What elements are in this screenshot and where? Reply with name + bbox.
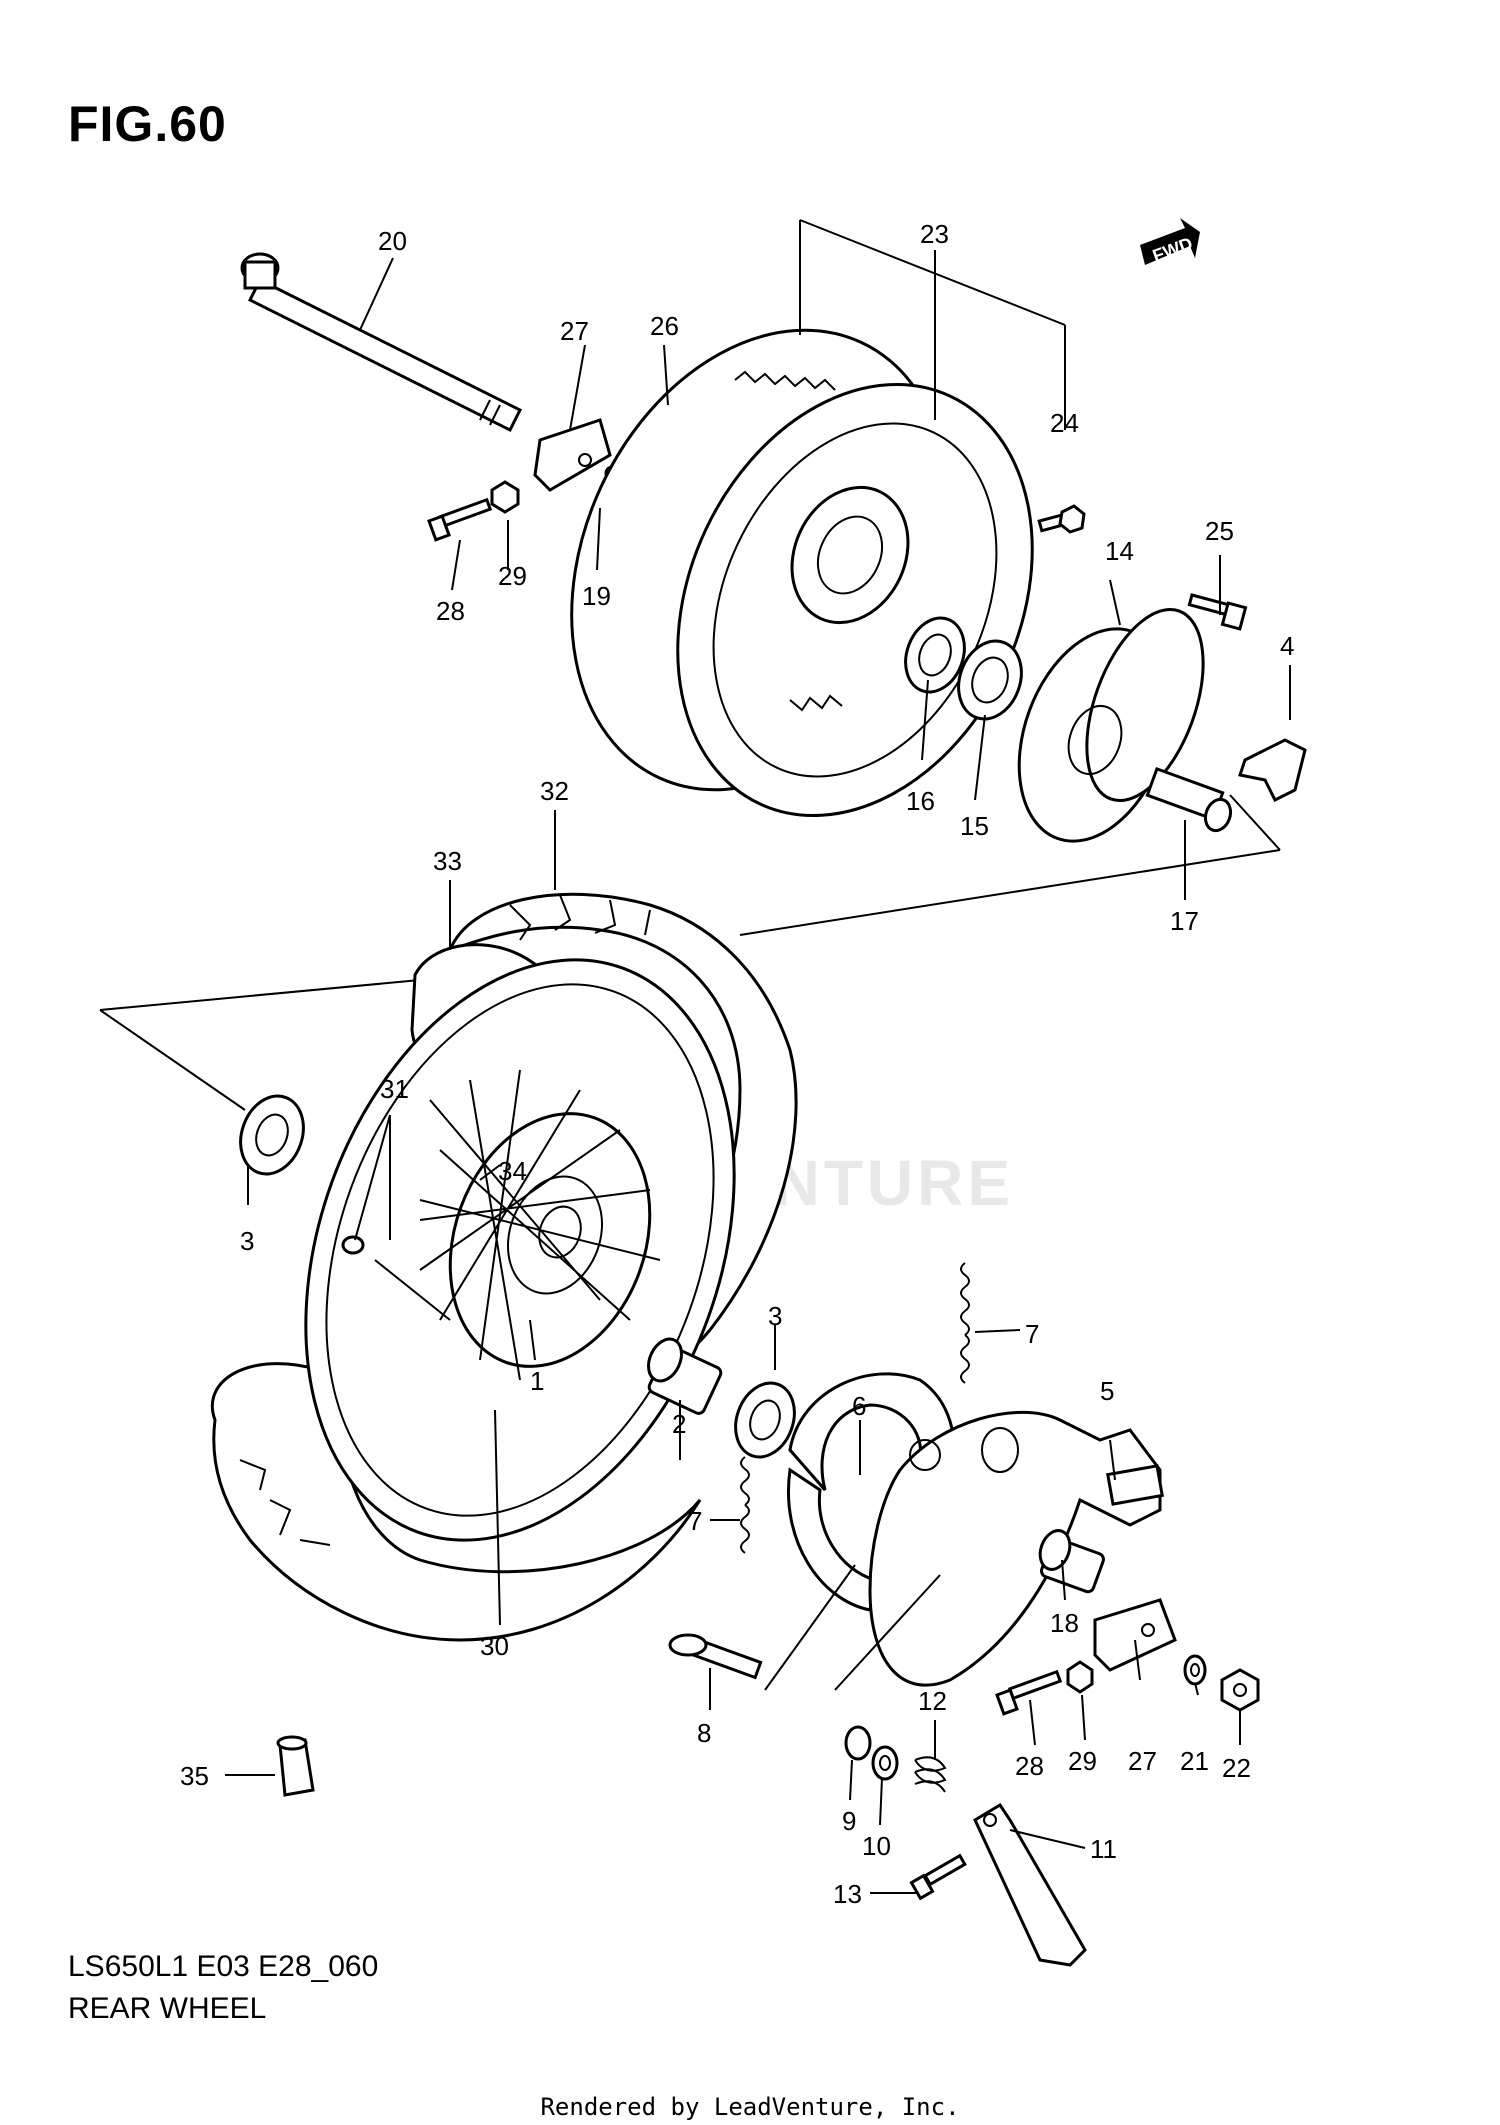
spacer-2 xyxy=(647,1337,723,1415)
callout-15: 15 xyxy=(960,811,989,841)
spoke-34 xyxy=(374,1259,451,1321)
callout-33: 33 xyxy=(433,846,462,876)
section-name-label: REAR WHEEL xyxy=(68,1992,267,2025)
spoke-nipple-31 xyxy=(341,1235,365,1255)
valve-cap-35 xyxy=(276,1735,315,1797)
footer-credit: Rendered by LeadVenture, Inc. xyxy=(540,2093,960,2121)
brake-panel-5 xyxy=(868,1410,1164,1687)
callout-26: 26 xyxy=(650,311,679,341)
chain-adjuster-plate-upper xyxy=(533,418,612,492)
callout-13: 13 xyxy=(833,1879,862,1909)
sprocket-bolt-24 xyxy=(1037,504,1086,534)
callout-20: 20 xyxy=(378,226,407,256)
bearing-15 xyxy=(957,639,1023,721)
sprocket-drum-hub-14 xyxy=(1017,607,1205,843)
coil-spring-12 xyxy=(914,1756,947,1793)
callout-28-upper: 28 xyxy=(436,596,465,626)
callout-30: 30 xyxy=(480,1631,509,1661)
callout-28-lower: 28 xyxy=(1015,1751,1044,1781)
callout-2: 2 xyxy=(672,1409,686,1439)
callout-27-upper: 27 xyxy=(560,316,589,346)
callout-5: 5 xyxy=(1100,1376,1114,1406)
model-code-label: LS650L1 E03 E28_060 xyxy=(68,1950,379,1983)
adjuster-nut-lower xyxy=(1066,1660,1094,1694)
o-ring-9 xyxy=(844,1725,872,1761)
callout-1: 1 xyxy=(530,1366,544,1396)
callout-31: 31 xyxy=(380,1074,409,1104)
wheel-bearing-3-right xyxy=(734,1381,796,1459)
callout-3-left: 3 xyxy=(240,1226,254,1256)
collar-18 xyxy=(1038,1529,1105,1594)
bolt-25 xyxy=(1187,593,1248,631)
callout-14: 14 xyxy=(1105,536,1134,566)
bolt-13 xyxy=(909,1853,967,1901)
callout-21: 21 xyxy=(1180,1746,1209,1776)
collar-17 xyxy=(1145,766,1233,833)
rear-axle-part xyxy=(240,252,523,433)
rear-sprocket-23 xyxy=(570,328,1034,818)
callout-9: 9 xyxy=(842,1806,856,1836)
callout-4: 4 xyxy=(1280,631,1294,661)
callout-25: 25 xyxy=(1205,516,1234,546)
adjuster-nut-upper xyxy=(490,480,520,514)
callout-32: 32 xyxy=(540,776,569,806)
chain-adjuster-plate-lower xyxy=(1093,1598,1177,1672)
callout-7-upper: 7 xyxy=(1025,1319,1039,1349)
brake-cam-8 xyxy=(668,1633,763,1680)
fwd-direction-badge: FWD xyxy=(1140,218,1200,266)
callout-8: 8 xyxy=(697,1718,711,1748)
callout-leader-lines xyxy=(225,250,1291,1894)
return-spring-7-lower xyxy=(740,1456,750,1554)
callout-16: 16 xyxy=(906,786,935,816)
callout-29-lower: 29 xyxy=(1068,1746,1097,1776)
callout-7-lower: 7 xyxy=(688,1506,702,1536)
adjuster-bolt-upper xyxy=(427,497,493,542)
return-spring-7-upper xyxy=(960,1262,970,1384)
figure-title: FIG.60 xyxy=(68,96,227,152)
callout-22: 22 xyxy=(1222,1753,1251,1783)
callout-11: 11 xyxy=(1090,1834,1117,1864)
axle-nut-22 xyxy=(1220,1668,1260,1712)
callout-6: 6 xyxy=(852,1391,866,1421)
damper-4 xyxy=(1238,738,1307,803)
callout-23: 23 xyxy=(920,219,949,249)
callout-18: 18 xyxy=(1050,1608,1079,1638)
callout-29-upper: 29 xyxy=(498,561,527,591)
callout-10: 10 xyxy=(862,1831,891,1861)
wheel-bearing-3-left xyxy=(239,1094,305,1176)
washer-21 xyxy=(1183,1654,1207,1686)
callout-numbers: 20 27 26 23 24 25 14 4 29 28 19 16 15 17… xyxy=(180,219,1294,1909)
callout-17: 17 xyxy=(1170,906,1199,936)
callout-3-right: 3 xyxy=(768,1301,782,1331)
callout-27-lower: 27 xyxy=(1128,1746,1157,1776)
bearing-16 xyxy=(904,616,966,694)
callout-19: 19 xyxy=(582,581,611,611)
adjuster-bolt-lower xyxy=(995,1669,1063,1716)
callout-12: 12 xyxy=(918,1686,947,1716)
brake-cam-lever-11 xyxy=(973,1802,1087,1967)
callout-35: 35 xyxy=(180,1761,209,1791)
callout-34: 34 xyxy=(498,1156,527,1186)
spoked-rim-1 xyxy=(304,958,736,1542)
svg-text:FWD: FWD xyxy=(1150,233,1195,266)
washer-10 xyxy=(871,1745,899,1781)
callout-24: 24 xyxy=(1050,408,1079,438)
